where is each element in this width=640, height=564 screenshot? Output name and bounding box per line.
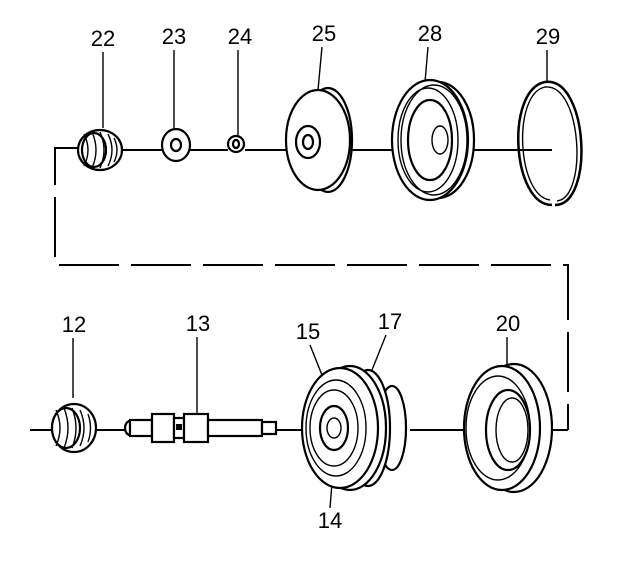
- callout-12: 12: [62, 312, 86, 337]
- part-28-housing: [390, 78, 476, 202]
- part-20-seal-housing: [462, 362, 554, 494]
- callout-29: 29: [536, 24, 560, 49]
- callout-20: 20: [496, 311, 520, 336]
- part-13-shaft: [123, 412, 278, 444]
- callout-leaders: [72, 46, 548, 509]
- callout-24: 24: [228, 24, 252, 49]
- part-24-snap-ring: [226, 134, 246, 154]
- callout-17: 17: [378, 309, 402, 334]
- part-14-15-17-assembly: [300, 364, 408, 492]
- callout-labels: 22 23 24 25 28 29 12 13 15 17 20 14: [62, 21, 560, 533]
- callout-13: 13: [186, 311, 210, 336]
- part-23-washer: [160, 127, 192, 163]
- part-22-spring: [76, 128, 124, 172]
- callout-22: 22: [91, 26, 115, 51]
- part-29-snap-ring: [517, 80, 583, 207]
- callout-25: 25: [312, 21, 336, 46]
- part-12-spring: [50, 402, 98, 454]
- callout-15: 15: [296, 319, 320, 344]
- callout-28: 28: [418, 21, 442, 46]
- callout-14: 14: [318, 508, 342, 533]
- part-25-piston: [284, 86, 354, 194]
- callout-23: 23: [162, 24, 186, 49]
